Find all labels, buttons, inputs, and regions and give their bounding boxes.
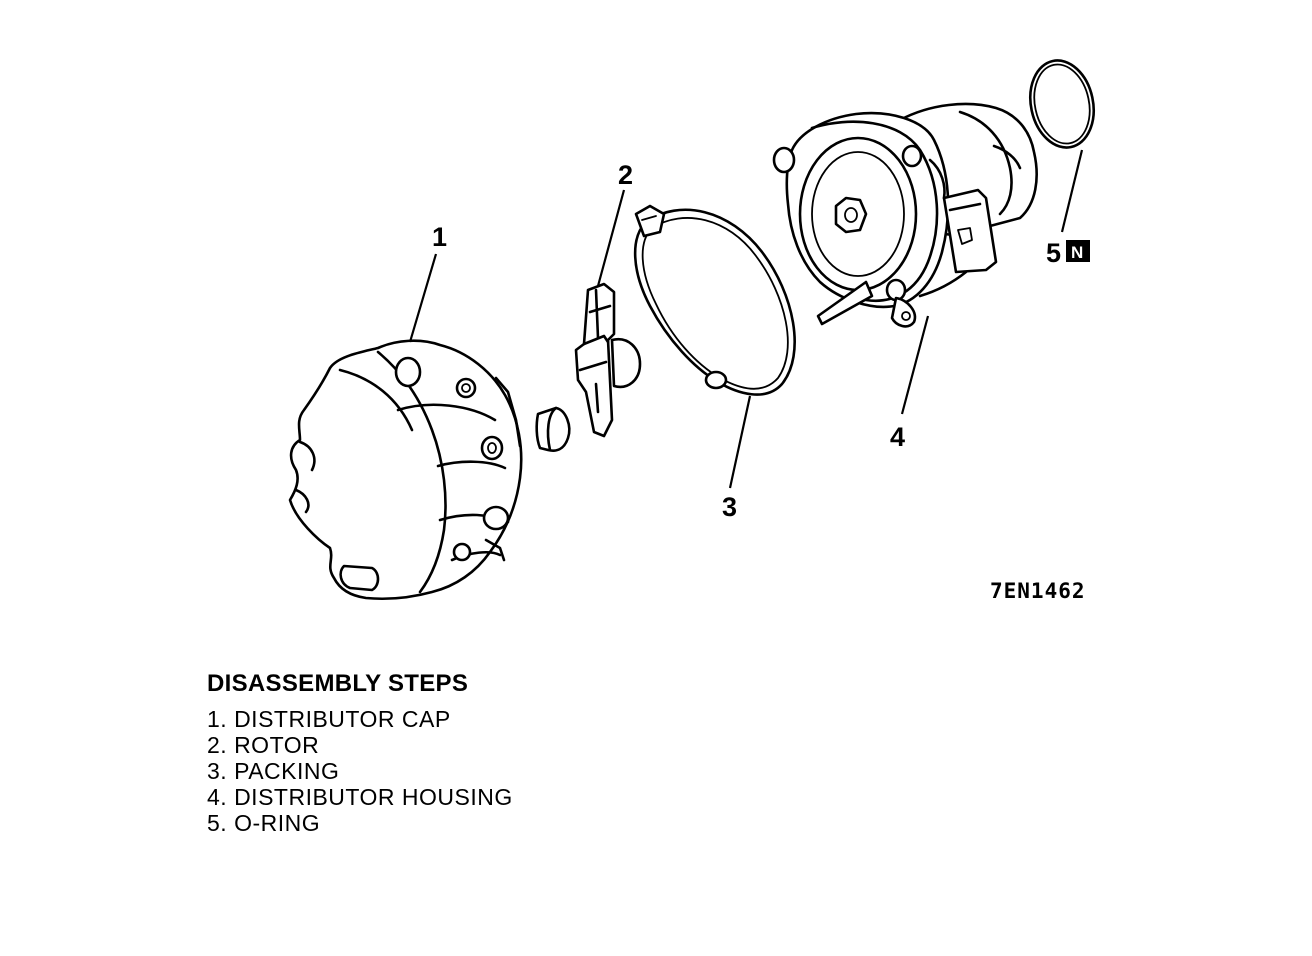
non-reusable-badge: N xyxy=(1066,240,1090,262)
leader-line-5 xyxy=(1060,149,1084,233)
leader-line-4 xyxy=(900,315,930,415)
carbon-bushing-drawing xyxy=(535,406,571,452)
rotor-drawing xyxy=(574,282,642,438)
callout-4: 4 xyxy=(890,422,905,452)
disassembly-steps: DISASSEMBLY STEPS 1. DISTRIBUTOR CAP 2. … xyxy=(207,670,513,836)
leader-line-3 xyxy=(728,395,752,489)
o-ring-drawing xyxy=(1029,59,1095,149)
callout-3: 3 xyxy=(722,492,737,522)
distributor-cap-drawing xyxy=(288,339,523,601)
step-item: 2. ROTOR xyxy=(207,732,320,758)
callout-1: 1 xyxy=(432,222,447,252)
step-item: 4. DISTRIBUTOR HOUSING xyxy=(207,784,513,810)
callout-2: 2 xyxy=(618,160,633,190)
non-reusable-badge-letter: N xyxy=(1071,243,1083,262)
figure-code: 7EN1462 xyxy=(990,579,1086,603)
callout-5: 5 xyxy=(1046,238,1061,268)
step-item: 3. PACKING xyxy=(207,758,340,784)
step-item: 5. O-RING xyxy=(207,810,321,836)
step-item: 1. DISTRIBUTOR CAP xyxy=(207,706,451,732)
leader-line-2 xyxy=(596,189,626,287)
packing-drawing xyxy=(633,204,796,396)
steps-list: 1. DISTRIBUTOR CAP 2. ROTOR 3. PACKING 4… xyxy=(207,706,513,836)
steps-title: DISASSEMBLY STEPS xyxy=(207,670,469,697)
distributor-housing-drawing xyxy=(772,102,1038,328)
leader-line-1 xyxy=(408,253,438,343)
